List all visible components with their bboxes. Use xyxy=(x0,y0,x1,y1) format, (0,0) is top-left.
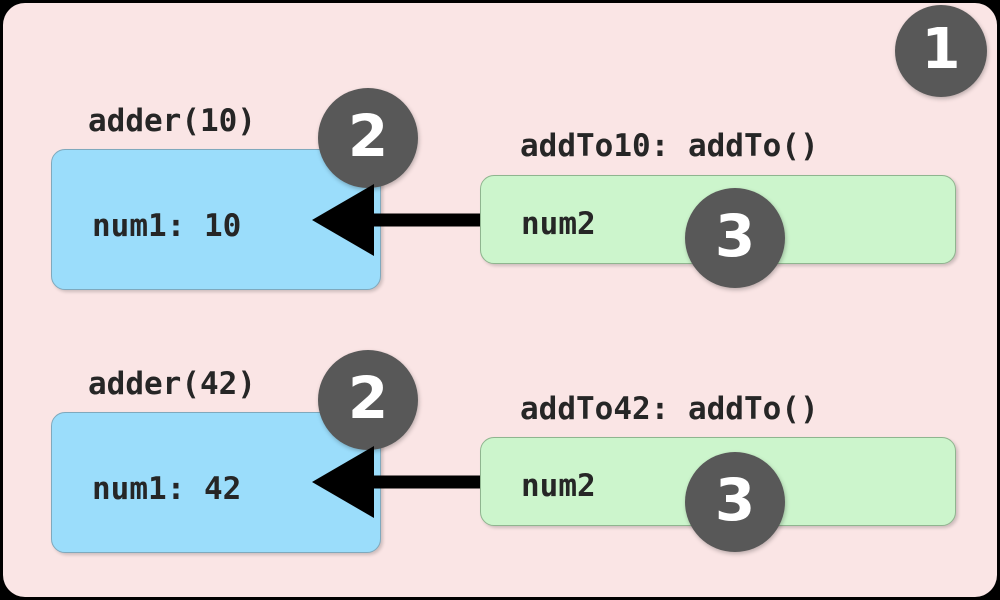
scope-adder-10-label: adder(10) xyxy=(88,103,256,139)
addto10-scope-label: addTo10: addTo() xyxy=(520,128,819,164)
adder-10-num1-value: num1: 10 xyxy=(92,208,242,244)
closure-arrow-adder-10 xyxy=(312,184,480,256)
badge-addto10-closure-label: 3 xyxy=(714,202,756,270)
badge-addto42-closure-label: 3 xyxy=(714,466,756,534)
adder-42-num1-value: num1: 42 xyxy=(92,471,242,507)
badge-adder-42-scope: 2 xyxy=(318,350,418,450)
badge-adder-10-scope: 2 xyxy=(318,88,418,188)
badge-global-scope: 1 xyxy=(895,5,987,97)
addto10-num2-value: num2 xyxy=(521,206,596,242)
badge-addto10-closure: 3 xyxy=(685,188,785,288)
addto42-scope-label: addTo42: addTo() xyxy=(520,391,819,427)
scope-adder-42-label: adder(42) xyxy=(88,366,256,402)
badge-adder-42-scope-label: 2 xyxy=(347,364,389,432)
badge-adder-10-scope-label: 2 xyxy=(347,102,389,170)
badge-addto42-closure: 3 xyxy=(685,452,785,552)
badge-global-scope-label: 1 xyxy=(921,16,961,82)
closure-arrow-adder-42 xyxy=(312,446,480,518)
addto42-num2-value: num2 xyxy=(521,468,596,504)
